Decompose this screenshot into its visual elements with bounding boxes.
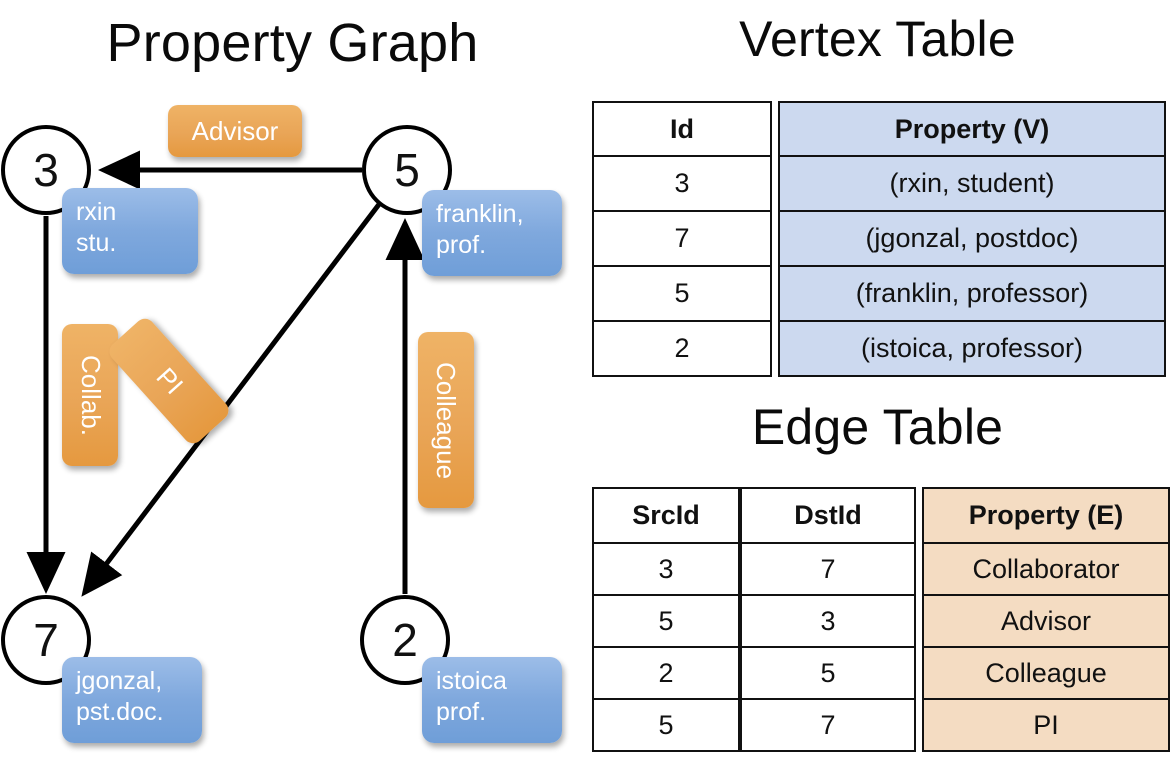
edge-table-cell-srcid: 3 [592,542,740,596]
vertex-property-box-jgonzal: jgonzal, pst.doc. [62,657,202,743]
vertex-property-line-2: stu. [76,228,117,257]
edge-table-column-property: Property (E) Collaborator Advisor Collea… [922,487,1170,752]
edge-table-cell-srcid: 5 [592,594,740,648]
vertex-table-header-property: Property (V) [778,101,1166,157]
vertex-property-line-1: rxin [76,198,117,226]
edge-table-cell-srcid: 5 [592,698,740,752]
vertex-property-box-rxin: rxin stu. [62,188,198,274]
vertex-table-column-property: Property (V) (rxin, student) (jgonzal, p… [778,101,1166,377]
vertex-table-header-id: Id [592,101,772,157]
graph-edges-svg [26,150,425,597]
vertex-table-cell-id: 7 [592,210,772,267]
page-title-edge-table: Edge Table [751,399,1004,455]
edge-line-pi [81,201,382,597]
edge-table-cell-property: PI [922,698,1170,752]
edge-table-header-dstid: DstId [740,487,916,544]
edge-table-cell-dstid: 7 [740,698,916,752]
vertex-property-line-2: prof. [436,230,487,259]
vertex-property-box-franklin: franklin, prof. [422,190,562,276]
edge-label-colleague: Colleague [418,332,474,508]
edge-table-cell-srcid: 2 [592,646,740,700]
vertex-table-cell-id: 5 [592,265,772,322]
vertex-property-line-1: franklin, [436,200,524,228]
edge-table-cell-dstid: 3 [740,594,916,648]
vertex-table-cell-property: (rxin, student) [778,155,1166,212]
vertex-property-line-1: jgonzal, [76,667,163,695]
edge-table-column-srcid: SrcId 3 5 2 5 [592,487,740,752]
graph-node-5[interactable]: 5 [362,125,452,215]
edge-label-advisor: Advisor [168,105,302,157]
vertex-property-line-1: istoica [436,667,507,695]
edge-table-column-dstid: DstId 7 3 5 7 [740,487,916,752]
edge-label-pi-text: PI [149,361,189,400]
edge-label-collab: Collab. [62,324,118,466]
edge-table-cell-dstid: 5 [740,646,916,700]
edge-table-header-property: Property (E) [922,487,1170,544]
edge-label-collab-text: Collab. [75,354,106,436]
edge-table-cell-property: Colleague [922,646,1170,700]
vertex-table-column-id: Id 3 7 5 2 [592,101,772,377]
property-graph-diagram: 3 5 7 2 rxin stu. franklin, prof. jgonza… [1,105,562,743]
vertex-table-cell-property: (franklin, professor) [778,265,1166,322]
vertex-property-line-2: prof. [436,697,487,726]
graph-node-2[interactable]: 2 [360,595,450,685]
vertex-table-cell-id: 2 [592,320,772,377]
page-title-vertex-table: Vertex Table [739,11,1016,67]
vertex-property-box-istoica: istoica prof. [422,657,562,743]
edge-table-cell-dstid: 7 [740,542,916,596]
edge-table: SrcId 3 5 2 5 DstId 7 3 5 7 Property (E)… [592,487,1170,752]
edge-table-header-srcid: SrcId [592,487,740,544]
edge-label-colleague-text: Colleague [431,361,462,479]
vertex-property-line-2: pst.doc. [76,697,164,726]
vertex-table-cell-id: 3 [592,155,772,212]
edge-label-advisor-text: Advisor [191,115,279,146]
page-title-property-graph: Property Graph [106,13,479,73]
vertex-table-cell-property: (jgonzal, postdoc) [778,210,1166,267]
vertex-table-cell-property: (istoica, professor) [778,320,1166,377]
edge-table-cell-property: Advisor [922,594,1170,648]
vertex-table: Id 3 7 5 2 Property (V) (rxin, student) … [592,101,1166,377]
edge-table-cell-property: Collaborator [922,542,1170,596]
